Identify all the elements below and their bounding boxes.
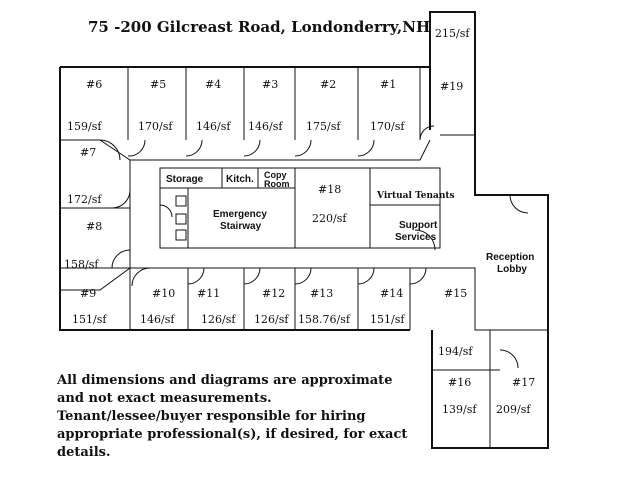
room-15-area: 194/sf [438,345,473,358]
room-15-label: #15 [444,287,467,300]
room-2-area: 175/sf [306,120,341,133]
room-16-area: 139/sf [442,403,477,416]
stairway-label-1: Emergency [213,209,267,220]
copy-room-label-1: Copy [264,170,287,180]
room-10-label: #10 [152,287,175,300]
room-14-label: #14 [380,287,403,300]
kitchen-label: Kitch. [226,174,254,185]
room-9-area: 151/sf [72,313,107,326]
room-4-area: 146/sf [196,120,231,133]
support-services-label-2: Services [395,232,437,243]
room-10-area: 146/sf [140,313,175,326]
reception-lobby-label-1: Reception [486,252,534,263]
virtual-tenants-label: Virtual Tenants [376,191,455,201]
room-6-area: 159/sf [67,120,102,133]
disclaimer-line: All dimensions and diagrams are approxim… [57,373,393,388]
room-19-label: #19 [440,80,463,93]
room-6-label: #6 [86,78,102,91]
top-room-walls [60,67,431,161]
stairway-label-2: Stairway [220,221,262,232]
room-1-area: 170/sf [370,120,405,133]
room-4-label: #4 [205,78,221,91]
room-5-area: 170/sf [138,120,173,133]
room-5-label: #5 [150,78,166,91]
room-2-label: #2 [320,78,336,91]
disclaimer-line: appropriate professional(s), if desired,… [57,427,408,442]
room-11-label: #11 [197,287,220,300]
room-7-label: #7 [80,146,96,159]
left-room-walls [60,160,131,269]
room-18-label: #18 [318,183,341,196]
room-14-area: 151/sf [370,313,405,326]
reception-lobby-label-2: Lobby [497,264,527,275]
disclaimer-line: Tenant/lessee/buyer responsible for hiri… [57,409,366,424]
doors [99,125,529,369]
room-215-area: 215/sf [435,27,470,40]
room-13-area: 158.76/sf [298,313,351,326]
room-12-label: #12 [262,287,285,300]
room-7-area: 172/sf [67,193,102,206]
bottom-room-walls [60,267,432,330]
disclaimer-line: details. [57,445,111,460]
room-1-label: #1 [380,78,396,91]
storage-label: Storage [166,174,204,185]
room-8-label: #8 [86,220,102,233]
room-3-area: 146/sf [248,120,283,133]
room-16-label: #16 [448,376,471,389]
disclaimer: All dimensions and diagrams are approxim… [57,372,417,462]
room-11-area: 126/sf [201,313,236,326]
support-services-label-1: Support [399,220,438,231]
room-12-area: 126/sf [254,313,289,326]
room-13-label: #13 [310,287,333,300]
copy-room-label-2: Room [264,179,290,189]
core-walls [159,167,441,249]
room-3-label: #3 [262,78,278,91]
disclaimer-line: and not exact measurements. [57,391,272,406]
room-17-area: 209/sf [496,403,531,416]
room-18-area: 220/sf [312,212,347,225]
room-9-label: #9 [80,287,96,300]
room-17-label: #17 [512,376,535,389]
room-8-area: 158/sf [64,258,99,271]
page-title: 75 -200 Gilcreast Road, Londonderry,NH [88,18,431,36]
right-wing-walls [430,134,548,448]
